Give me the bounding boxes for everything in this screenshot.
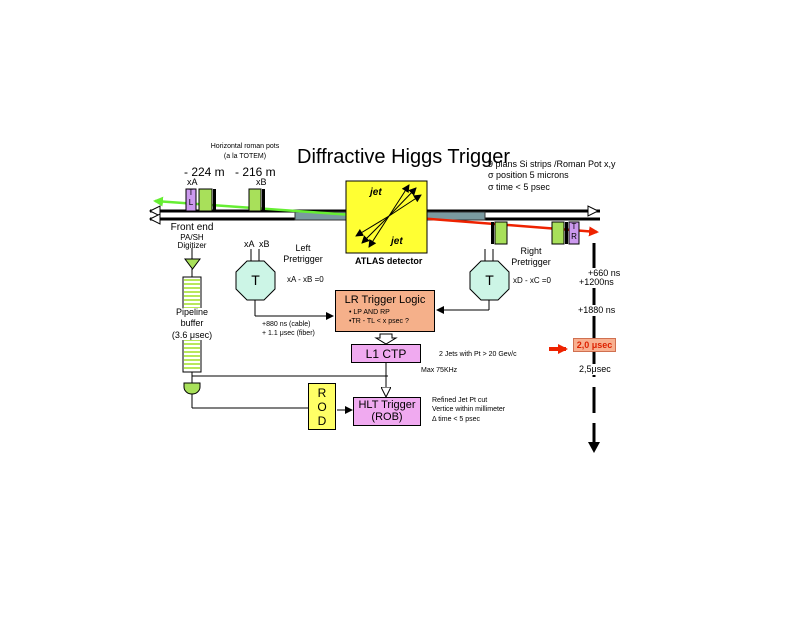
cable-delay-line1: +880 ns (cable) bbox=[262, 321, 311, 328]
distance-left-near: - 216 m bbox=[235, 165, 276, 179]
pipeline-stripe bbox=[184, 283, 200, 285]
l1-ctp-label: L1 CTP bbox=[365, 347, 407, 361]
pipeline-stripe bbox=[184, 303, 200, 305]
rod-letters: R O D bbox=[309, 386, 335, 428]
pot-tag-left-t: T bbox=[188, 188, 194, 197]
roman-pots-note-line1: Horizontal roman pots bbox=[210, 143, 280, 150]
pipeline-stripe bbox=[184, 291, 200, 293]
left-pretrigger-label: Left Pretrigger bbox=[278, 243, 328, 265]
lr-logic-line2: •TR - TL < x psec ? bbox=[349, 318, 409, 325]
pipeline-stripe bbox=[184, 279, 200, 281]
timeline-t2: +1200ns bbox=[579, 277, 614, 289]
pipeline-stripe bbox=[184, 299, 200, 301]
left-roman-pots bbox=[185, 188, 265, 212]
right-pretrigger-line2: Pretrigger bbox=[511, 257, 551, 268]
pipeline-stripe bbox=[184, 363, 200, 365]
rod-letter-d: D bbox=[317, 414, 327, 428]
atlas-label: ATLAS detector bbox=[355, 256, 423, 266]
cable-delay: +880 ns (cable) + 1.1 μsec (fiber) bbox=[262, 321, 315, 338]
detector-specs: 9 plans Si strips /Roman Pot x,y σ posit… bbox=[488, 159, 616, 192]
station-label-xb: xB bbox=[256, 177, 267, 187]
l1-ctp-note: 2 Jets with Pt > 20 Gev/c bbox=[439, 351, 517, 358]
pipeline-stripe bbox=[184, 343, 200, 345]
right-pretrigger-label: Right Pretrigger bbox=[505, 246, 557, 268]
front-end-line2: PA/SH bbox=[180, 232, 204, 242]
pot-tag-right-t: T bbox=[571, 222, 577, 231]
pipeline-stripe bbox=[184, 351, 200, 353]
left-pretrigger-line2: Pretrigger bbox=[283, 254, 323, 265]
spec-line-2: σ position 5 microns bbox=[488, 170, 569, 181]
hlt-trigger-box: HLT Trigger (ROB) bbox=[353, 397, 421, 426]
timeline-t1: +660 ns bbox=[588, 268, 621, 280]
hlt-line2: (ROB) bbox=[371, 411, 403, 423]
pipeline-line1: Pipeline bbox=[175, 307, 209, 317]
jet-arrows bbox=[355, 184, 422, 248]
front-end-label: Front end PA/SH Digitizer bbox=[158, 222, 226, 250]
l1-ctp-rate: Max 75KHz bbox=[421, 367, 458, 374]
spec-line-3: σ time < 5 psec bbox=[488, 181, 550, 192]
pot-tag-left-l: L bbox=[188, 198, 194, 208]
pipeline-line3: (3.6 μsec) bbox=[171, 329, 213, 340]
hlt-line1: HLT Trigger bbox=[358, 399, 416, 411]
pipeline-line2: buffer bbox=[180, 318, 204, 329]
pipeline-label: Pipeline buffer (3.6 μsec) bbox=[166, 307, 218, 341]
right-roman-pots bbox=[491, 221, 580, 245]
station-label-xa: xA bbox=[187, 177, 198, 187]
left-pretrigger-condition: xA - xB =0 bbox=[287, 275, 324, 284]
pot-tag-right: T R bbox=[569, 222, 579, 242]
right-pretrigger-hexagon bbox=[469, 260, 510, 301]
left-pretrigger-line1: Left bbox=[295, 243, 311, 253]
hollow-down-arrow bbox=[374, 333, 398, 345]
rod-box: R O D bbox=[308, 383, 336, 430]
lr-logic-line1: • LP AND RP bbox=[349, 309, 390, 316]
timeline-t5: 2,5μsec bbox=[579, 364, 611, 376]
front-end-triangle bbox=[184, 258, 201, 270]
hlt-cut-3: Δ time < 5 psec bbox=[432, 415, 481, 423]
jet-label-bottom: jet bbox=[391, 236, 403, 247]
distance-left-far: - 224 m bbox=[184, 165, 225, 179]
roman-pots-note-line2: (a la TOTEM) bbox=[223, 153, 267, 161]
timeline-t3: +1880 ns bbox=[578, 305, 616, 317]
hlt-cuts: Refined Jet Pt cut Vertice within millim… bbox=[432, 397, 505, 423]
jet-label-top: jet bbox=[370, 187, 382, 198]
pipeline-stripe bbox=[184, 295, 200, 297]
pot-tag-right-r: R bbox=[571, 232, 577, 242]
lr-logic-title: LR Trigger Logic bbox=[344, 294, 426, 306]
hlt-cut-2: Vertice within millimeter bbox=[432, 406, 506, 414]
pipeline-merge bbox=[183, 382, 201, 395]
page-title: Diffractive Higgs Trigger bbox=[297, 146, 511, 168]
rod-letter-o: O bbox=[317, 400, 327, 414]
front-end-line1: Front end bbox=[170, 222, 214, 233]
rod-letter-r: R bbox=[317, 386, 327, 400]
pipeline-stripe bbox=[184, 355, 200, 357]
left-xa-label: xA bbox=[244, 239, 255, 249]
pot-tag-left: T L bbox=[186, 188, 196, 208]
roman-pots-note: Horizontal roman pots (a la TOTEM) bbox=[200, 143, 290, 161]
front-end-line3: Digitizer bbox=[177, 240, 207, 250]
spec-line-1: 9 plans Si strips /Roman Pot x,y bbox=[488, 159, 616, 169]
pipeline-stripe bbox=[184, 287, 200, 289]
l1-ctp-box: L1 CTP bbox=[351, 344, 421, 363]
timeline-arrowhead bbox=[588, 442, 600, 453]
right-pretrigger-condition: xD - xC =0 bbox=[513, 276, 552, 285]
cable-delay-line2: + 1.1 μsec (fiber) bbox=[262, 330, 315, 338]
left-pretrigger-node: T bbox=[251, 272, 260, 288]
timeline-highlight: 2,0 μsec bbox=[573, 338, 616, 352]
pipeline-stripe bbox=[184, 347, 200, 349]
left-xb-label: xB bbox=[259, 239, 270, 249]
lr-trigger-logic-box: LR Trigger Logic • LP AND RP •TR - TL < … bbox=[335, 290, 435, 332]
right-pretrigger-line1: Right bbox=[520, 246, 542, 256]
hlt-cut-1: Refined Jet Pt cut bbox=[432, 397, 488, 404]
pipeline-stripe bbox=[184, 367, 200, 369]
left-pretrigger-hexagon bbox=[235, 260, 276, 301]
pipeline-stripe bbox=[184, 359, 200, 361]
right-pretrigger-node: T bbox=[485, 272, 494, 288]
